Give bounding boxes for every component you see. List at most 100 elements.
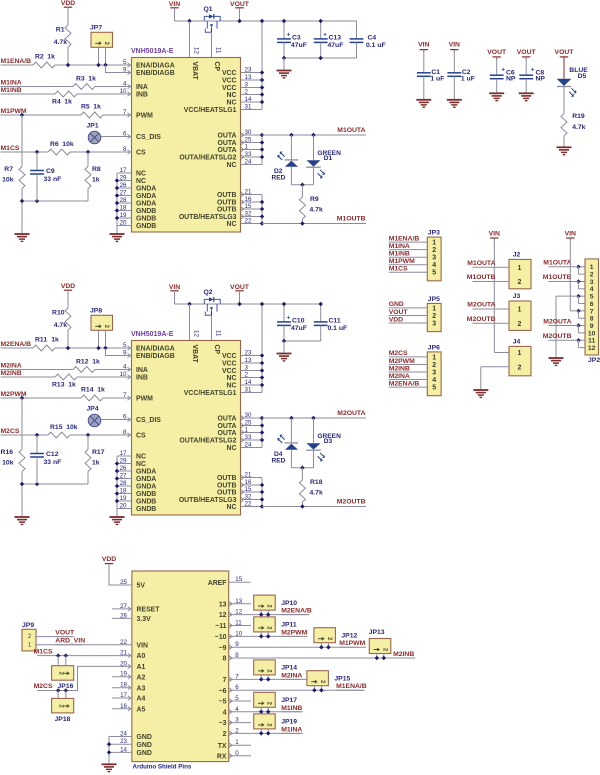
svg-text:M2ENA/B: M2ENA/B <box>1 341 32 348</box>
svg-text:R11: R11 <box>35 337 47 344</box>
svg-text:NC: NC <box>227 383 237 390</box>
svg-text:JP13: JP13 <box>369 629 385 636</box>
svg-text:RED: RED <box>272 174 286 181</box>
svg-text:NC: NC <box>136 454 146 461</box>
svg-text:M1INA: M1INA <box>281 726 302 733</box>
svg-text:20: 20 <box>120 503 127 510</box>
svg-text:8: 8 <box>123 146 127 153</box>
svg-text:JP9: JP9 <box>22 622 34 629</box>
svg-text:R6: R6 <box>50 141 59 148</box>
svg-text:GND: GND <box>137 734 152 741</box>
svg-text:VOUT: VOUT <box>55 629 75 636</box>
svg-text:INB: INB <box>136 375 148 382</box>
svg-text:10k: 10k <box>66 424 78 431</box>
svg-text:M2PWM: M2PWM <box>389 358 415 365</box>
svg-text:VDD: VDD <box>61 0 75 7</box>
svg-text:GND: GND <box>137 750 152 757</box>
svg-text:14: 14 <box>245 96 252 103</box>
svg-text:1k: 1k <box>47 54 55 61</box>
svg-text:NC: NC <box>227 445 237 452</box>
svg-text:3: 3 <box>590 279 594 286</box>
svg-text:Q1: Q1 <box>204 6 213 13</box>
svg-text:CP: CP <box>213 345 220 355</box>
svg-text:ENB/DIAGB: ENB/DIAGB <box>136 70 175 77</box>
svg-text:M1CS: M1CS <box>1 145 20 152</box>
svg-text:INB: INB <box>136 92 148 99</box>
svg-text:VNH5019A-E: VNH5019A-E <box>131 331 174 338</box>
svg-text:21: 21 <box>245 472 252 479</box>
svg-text:12: 12 <box>235 609 242 616</box>
svg-text:~11: ~11 <box>215 623 226 630</box>
svg-text:47uF: 47uF <box>291 325 307 332</box>
svg-text:GNDA: GNDA <box>136 201 156 208</box>
svg-text:M2PWM: M2PWM <box>1 391 27 398</box>
svg-text:R10: R10 <box>52 310 65 317</box>
svg-text:ENA/DIAGA: ENA/DIAGA <box>136 63 175 70</box>
svg-text:2: 2 <box>518 279 522 286</box>
svg-text:4.7k: 4.7k <box>54 39 67 46</box>
svg-text:9: 9 <box>123 350 127 357</box>
svg-text:J3: J3 <box>513 293 521 300</box>
svg-text:0: 0 <box>235 750 239 757</box>
svg-text:1: 1 <box>518 350 522 357</box>
svg-text:16: 16 <box>245 196 252 203</box>
svg-text:NC: NC <box>227 375 237 382</box>
svg-text:19: 19 <box>120 495 127 502</box>
svg-text:JP7: JP7 <box>90 25 102 32</box>
svg-text:BLUE: BLUE <box>569 67 588 74</box>
svg-text:1k: 1k <box>93 104 101 111</box>
svg-text:OUTB/HEATSLG3: OUTB/HEATSLG3 <box>179 497 237 504</box>
svg-text:10: 10 <box>120 88 127 95</box>
svg-text:CS: CS <box>136 150 146 157</box>
svg-text:24: 24 <box>245 159 252 166</box>
svg-text:M1CS: M1CS <box>34 648 53 655</box>
svg-text:7: 7 <box>123 109 127 116</box>
svg-text:NC: NC <box>136 461 146 468</box>
svg-text:1: 1 <box>432 305 436 312</box>
svg-text:33 nF: 33 nF <box>44 176 62 183</box>
svg-text:C8: C8 <box>536 70 545 77</box>
svg-text:11: 11 <box>214 47 221 54</box>
svg-text:33 nF: 33 nF <box>44 459 62 466</box>
svg-text:+: + <box>287 31 291 38</box>
svg-text:+: + <box>531 66 535 73</box>
svg-text:VIN: VIN <box>137 642 149 649</box>
svg-text:GNDA: GNDA <box>136 469 156 476</box>
svg-text:JP3: JP3 <box>428 230 440 237</box>
svg-text:A5: A5 <box>137 706 146 713</box>
svg-text:CS: CS <box>136 433 146 440</box>
svg-text:AREF: AREF <box>208 580 227 587</box>
svg-text:M1CS: M1CS <box>389 266 408 273</box>
svg-text:8: 8 <box>590 316 594 323</box>
svg-text:4: 4 <box>123 364 127 371</box>
svg-text:VIN: VIN <box>489 231 500 238</box>
svg-text:R19: R19 <box>572 113 585 120</box>
svg-text:VCC: VCC <box>222 368 237 375</box>
svg-text:VOUT: VOUT <box>555 49 575 56</box>
svg-text:1: 1 <box>518 265 522 272</box>
svg-text:~10: ~10 <box>215 634 227 641</box>
svg-text:26: 26 <box>120 612 127 619</box>
svg-text:VDD: VDD <box>389 316 403 323</box>
svg-text:JP4: JP4 <box>87 406 99 413</box>
svg-text:2: 2 <box>381 648 387 652</box>
svg-text:OUTB: OUTB <box>217 490 237 497</box>
svg-text:VBAT: VBAT <box>191 62 198 81</box>
svg-text:VIN: VIN <box>449 42 460 49</box>
svg-text:9: 9 <box>235 641 239 648</box>
svg-text:M1OUTA: M1OUTA <box>337 127 365 134</box>
svg-text:OUTB/HEATSLG3: OUTB/HEATSLG3 <box>179 214 237 221</box>
svg-text:7: 7 <box>590 308 594 315</box>
svg-text:RX: RX <box>217 753 227 760</box>
svg-text:NP: NP <box>506 76 516 83</box>
svg-text:CS_DIS: CS_DIS <box>136 134 161 141</box>
svg-text:18: 18 <box>120 682 127 689</box>
svg-text:7: 7 <box>123 392 127 399</box>
svg-text:10: 10 <box>235 630 242 637</box>
svg-text:2: 2 <box>103 42 109 46</box>
svg-text:R18: R18 <box>310 479 323 486</box>
svg-text:9: 9 <box>123 67 127 74</box>
svg-text:R17: R17 <box>92 449 105 456</box>
svg-text:47uF: 47uF <box>291 42 307 49</box>
svg-text:4: 4 <box>432 377 436 384</box>
